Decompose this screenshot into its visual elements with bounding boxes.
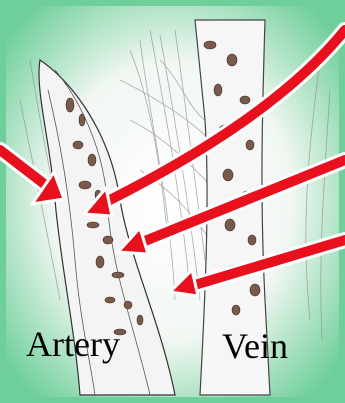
vein-label: Vein bbox=[222, 328, 288, 364]
artery-label: Artery bbox=[26, 326, 120, 362]
